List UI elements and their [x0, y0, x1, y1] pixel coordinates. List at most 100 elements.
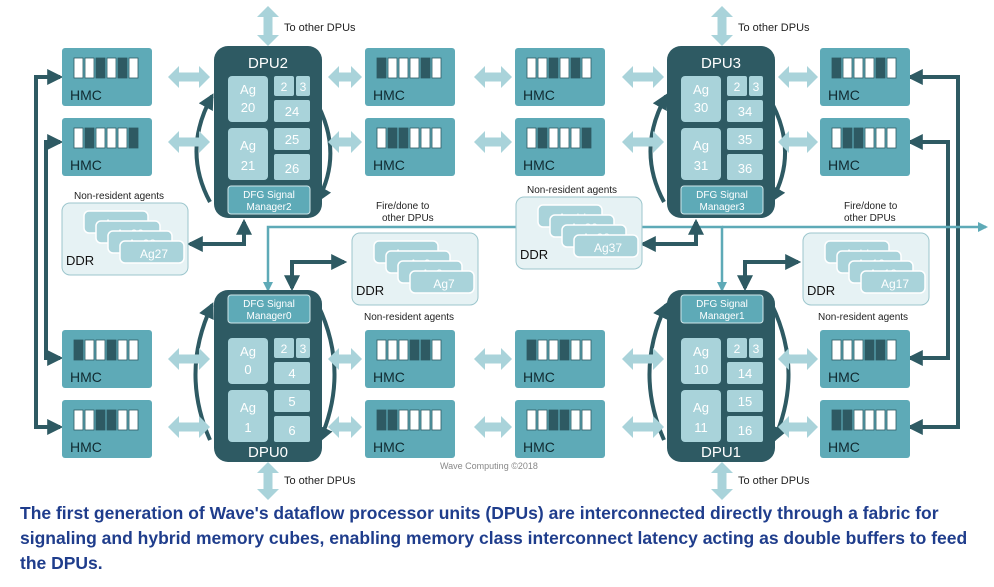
hmc-label: HMC [828, 369, 860, 385]
hmc-memory-bar [886, 409, 897, 431]
ddr-link-arrows [186, 218, 802, 292]
dpu1-agent-b-label: Ag [693, 400, 709, 415]
ddr-agent-card-label: Ag7 [433, 277, 455, 291]
dpu3-signal-manager-line2: Manager3 [699, 202, 744, 213]
hmc-memory-bar [95, 57, 106, 79]
dpu2-cell-2-label: 3 [300, 80, 307, 94]
hmc-memory-bar [581, 127, 592, 149]
hmc-memory-bar [84, 339, 95, 361]
hmc-memory-bar [117, 57, 128, 79]
hmc-memory-bar [420, 127, 431, 149]
dpu2-agent-a-label: Ag [240, 82, 256, 97]
hmc-memory-bar [875, 57, 886, 79]
hmc-memory-bar [537, 409, 548, 431]
dpu2-cell-3-label: 24 [285, 104, 299, 119]
ddr-d1-block: DDRAgbbAg19Ag18Ag17 [802, 232, 930, 306]
dpu1-signal-manager [680, 294, 764, 324]
hmc-memory-bar [831, 339, 842, 361]
hmc-memory-bar [853, 127, 864, 149]
dpu0-cell-4 [274, 390, 310, 412]
fire-done-label-right-line1: Fire/done to [844, 201, 898, 212]
ddr-label: DDR [356, 283, 384, 298]
hmc-memory-bar [864, 127, 875, 149]
ddr-label: DDR [807, 283, 835, 298]
dpu0-cell-1 [274, 338, 294, 358]
hmc-link-arrow [328, 348, 362, 370]
fire-done-label-line2: other DPUs [382, 213, 434, 224]
to-other-dpus-label-dpu2: To other DPUs [284, 22, 356, 34]
non-resident-label-ddr0: Non-resident agents [364, 312, 454, 323]
dpu2-cell-4-label: 25 [285, 132, 299, 147]
hmc-memory-bar [548, 339, 559, 361]
hmc-memory-bar [398, 57, 409, 79]
dpu2-title: DPU2 [248, 55, 288, 72]
hmc-cube: HMC [62, 48, 152, 106]
dpu2-agent-b-label: Ag [240, 138, 256, 153]
dpu3-cell-3-label: 34 [738, 104, 752, 119]
dpu0-agent-a [228, 338, 268, 384]
dpu1-cell-2-label: 3 [753, 342, 760, 356]
ddr-d3-block: DDRAgddAg39Ag38Ag37 [515, 196, 643, 270]
hmc-memory-bar [842, 409, 853, 431]
dpu1-cell-4 [727, 390, 763, 412]
hmc-memory-bar [398, 409, 409, 431]
hmc-memory-bar [431, 57, 442, 79]
hmc-memory-bar [409, 409, 420, 431]
hmc-memory-bar [128, 127, 139, 149]
hmc-memory-bar [84, 127, 95, 149]
hmc-link-arrow [168, 66, 210, 88]
ddr-label: DDR [520, 247, 548, 262]
hmc-cube: HMC [820, 330, 910, 388]
hmc-memory-bar [886, 339, 897, 361]
hmc-memory-bar [875, 339, 886, 361]
hmc-memory-bar [831, 409, 842, 431]
hmc-cube: HMC [365, 48, 455, 106]
ddr-label: DDR [66, 253, 94, 268]
hmc-memory-bar [128, 339, 139, 361]
hmc-memory-bar [117, 339, 128, 361]
hmc-cube: HMC [365, 118, 455, 176]
hmc-memory-bar [559, 409, 570, 431]
hmc-cube: HMC [515, 400, 605, 458]
hmc-cube: HMC [820, 118, 910, 176]
dpu1-cell-5 [727, 416, 763, 442]
hmc-memory-bar [570, 339, 581, 361]
dpu3-cell-1-label: 2 [734, 80, 741, 94]
dpu3-cell-5-label: 36 [738, 161, 752, 176]
ddr-agent-card [860, 270, 926, 294]
dpu3-agent-b [681, 128, 721, 180]
to-other-dpus-arrow-dpu1 [711, 462, 733, 500]
hmc-label: HMC [70, 157, 102, 173]
dpu2-agent-b-num: 21 [241, 158, 255, 173]
hmc-cube: HMC [820, 48, 910, 106]
dpu0-agent-a-label: Ag [240, 344, 256, 359]
dpu0-signal-manager-line2: Manager0 [246, 311, 291, 322]
ddr-d2-block: DDRAgnnAg29Ag28Ag27 [61, 202, 189, 276]
dpu0-agent-b [228, 390, 268, 442]
hmc-cube: HMC [515, 330, 605, 388]
hmc-memory-bar [398, 127, 409, 149]
dpu1-agent-a-num: 10 [694, 362, 708, 377]
hmc-link-arrow [168, 416, 210, 438]
dpu0-cell-3-label: 4 [288, 366, 295, 381]
dpu0-title: DPU0 [248, 444, 288, 461]
dpu0-signal-manager-line1: DFG Signal [243, 299, 295, 310]
hmc-link-arrow [474, 66, 512, 88]
dpu1-cell-1-label: 2 [734, 342, 741, 356]
hmc-label: HMC [828, 157, 860, 173]
dpu2-signal-manager [227, 185, 311, 215]
hmc-memory-bar [842, 57, 853, 79]
dpu2-agent-a-num: 20 [241, 100, 255, 115]
hmc-memory-bar [73, 339, 84, 361]
hmc-memory-bar [431, 127, 442, 149]
dpu3-signal-manager [680, 185, 764, 215]
hmc-cube: HMC [62, 118, 152, 176]
dpu0-cell-5 [274, 416, 310, 442]
hmc-link-arrow [474, 416, 512, 438]
hmc-link-arrow [622, 66, 664, 88]
hmc-memory-bar [526, 57, 537, 79]
hmc-label: HMC [373, 369, 405, 385]
hmc-link-arrow [328, 416, 362, 438]
dpu3-agent-b-num: 31 [694, 158, 708, 173]
